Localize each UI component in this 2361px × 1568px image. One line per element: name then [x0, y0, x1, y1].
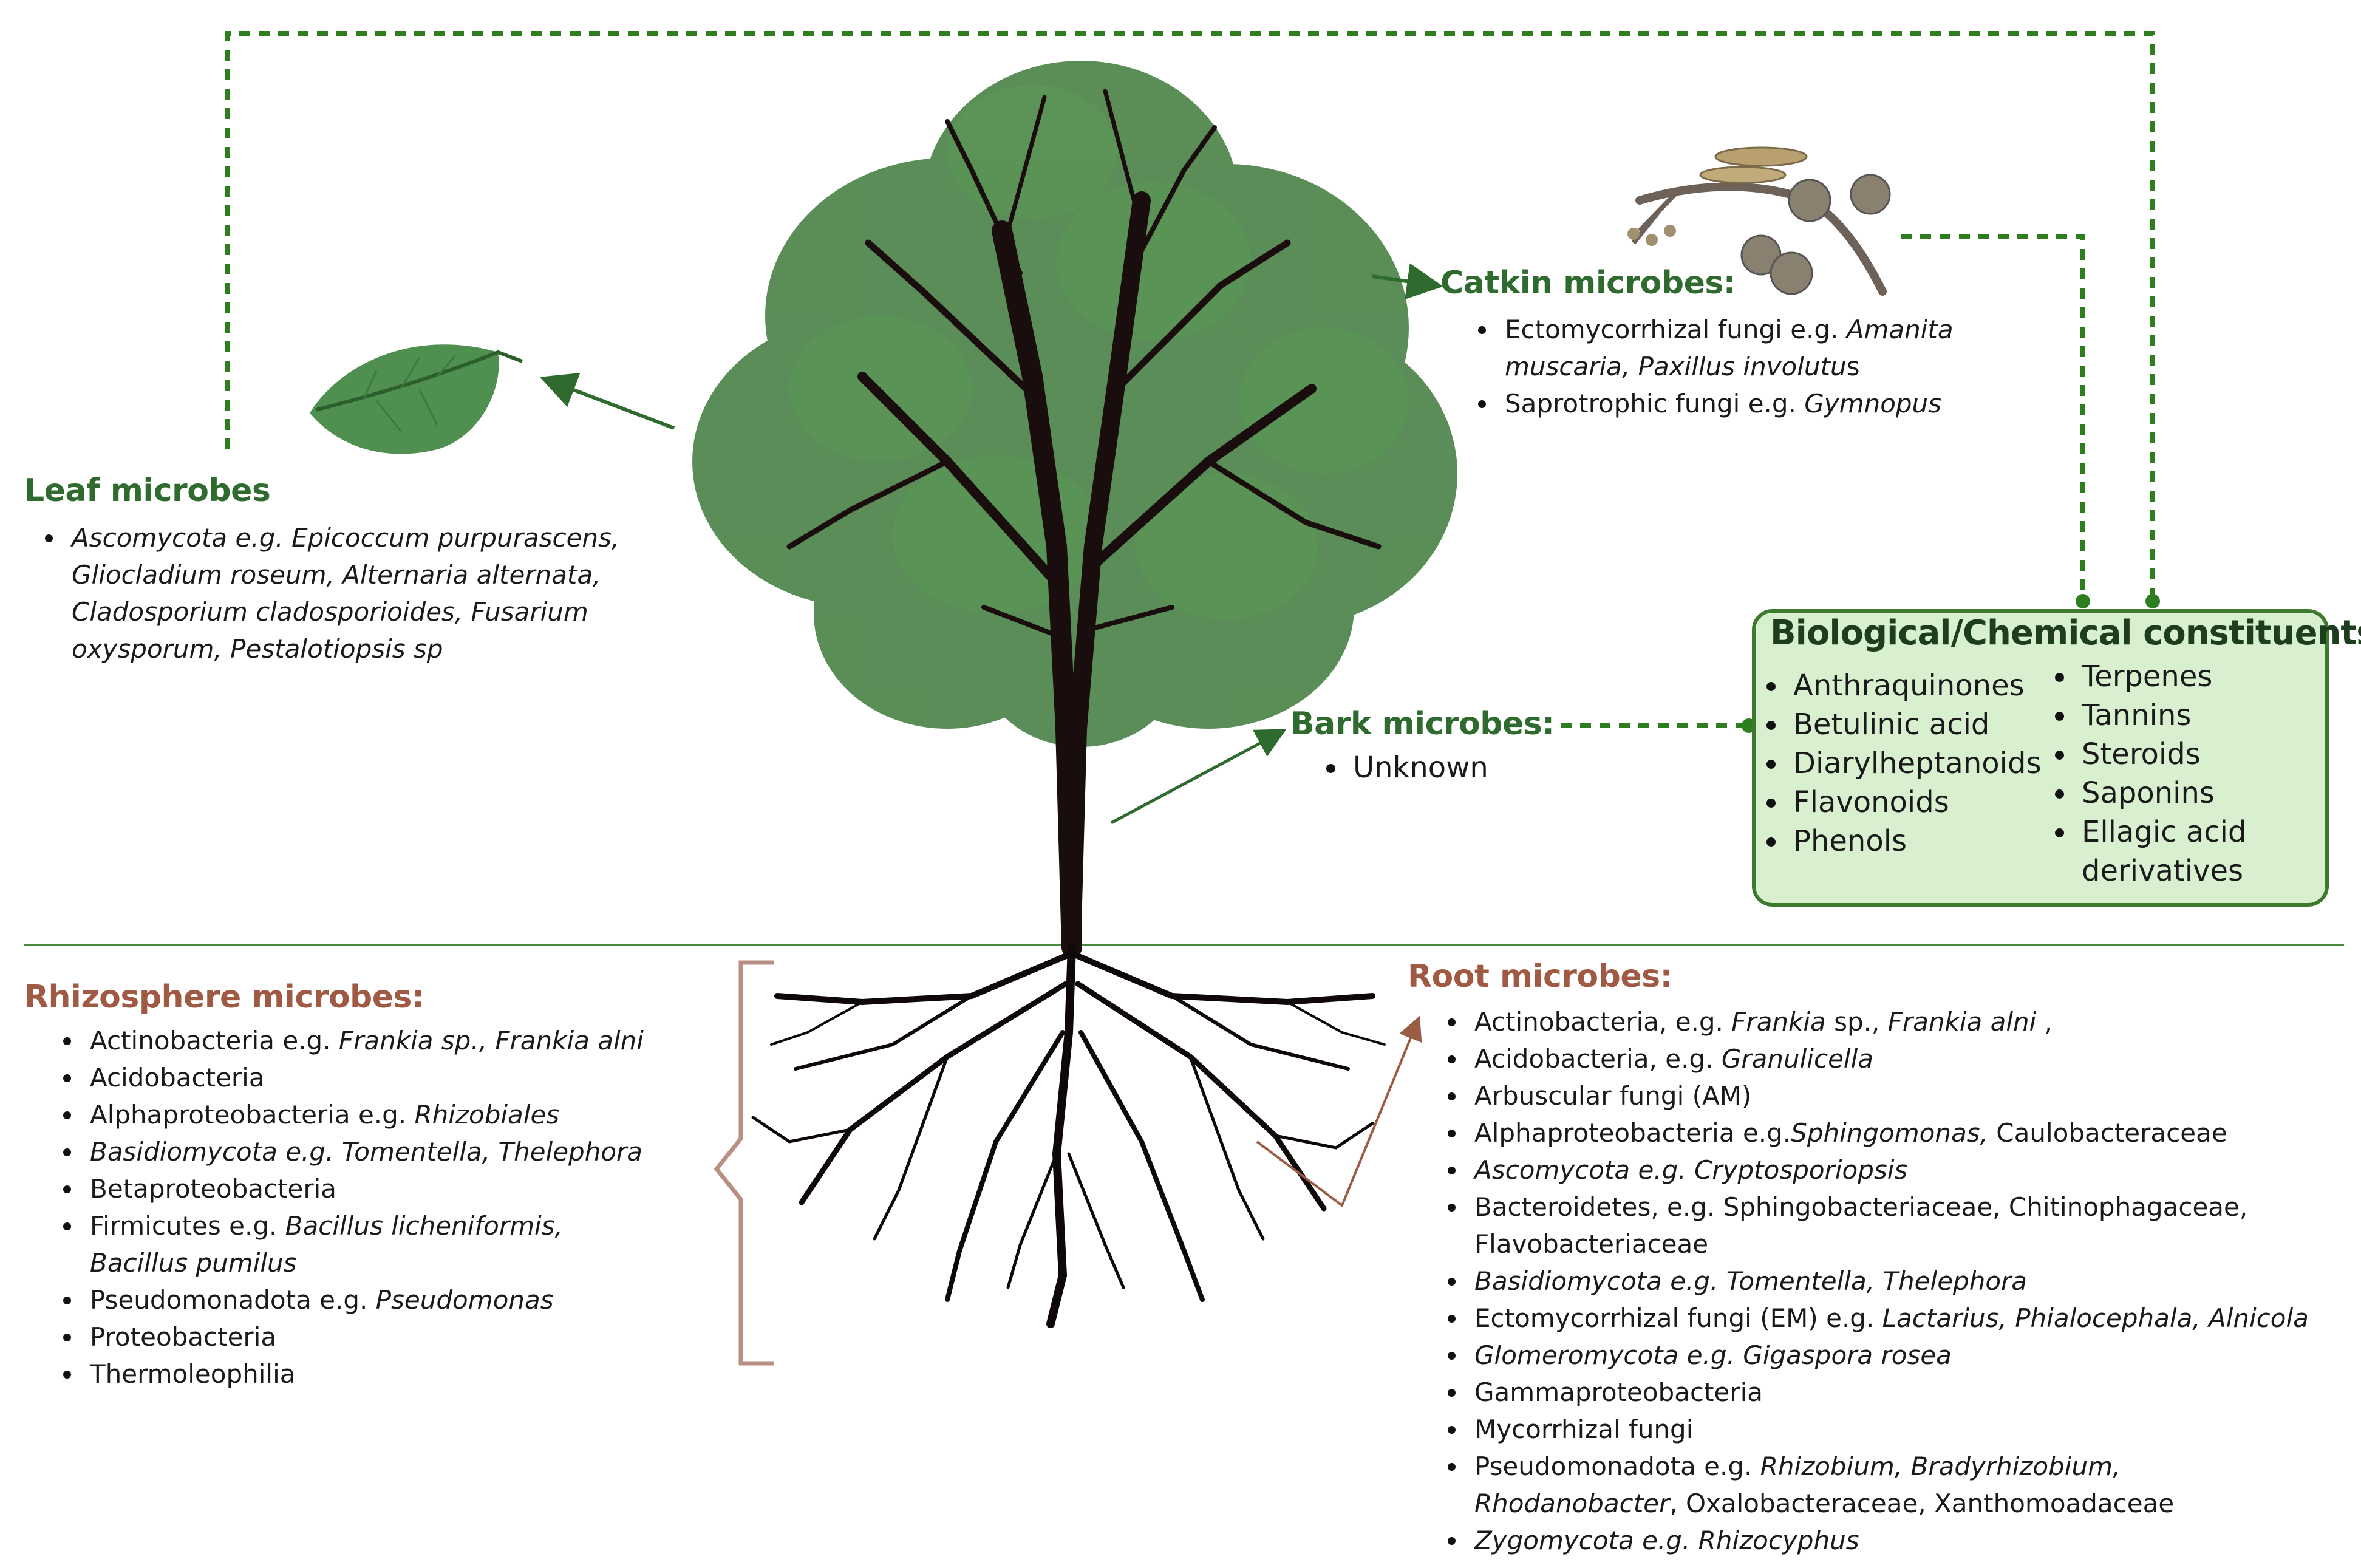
list-item: Proteobacteria [55, 1318, 692, 1355]
list-item: Ellagic acid derivatives [2046, 813, 2301, 890]
list-item: Pseudomonadota e.g. Pseudomonas [55, 1281, 692, 1318]
list-item: Steroids [2046, 735, 2301, 774]
leaf-microbes-title: Leaf microbes [24, 472, 271, 509]
leaf-arrow [539, 373, 675, 430]
list-item: Acidobacteria [55, 1059, 692, 1096]
catkin-microbes-list: Ectomycorrhizal fungi e.g. Amanita musca… [1470, 311, 2016, 422]
list-item: Thermoleophilia [55, 1355, 692, 1392]
list-item: Zygomycota e.g. Rhizocyphus [1439, 1522, 2350, 1559]
leaf-microbes-list: Ascomycota e.g. Epicoccum purpurascens, … [36, 519, 710, 667]
rhizosphere-microbes-list: Actinobacteria e.g. Frankia sp., Frankia… [55, 1022, 692, 1392]
leaf-icon [310, 344, 523, 454]
list-item: Mycorrhizal fungi [1439, 1411, 2350, 1448]
list-item: Gammaproteobacteria [1439, 1374, 2350, 1411]
list-item: Alphaproteobacteria e.g. Rhizobiales [55, 1096, 692, 1133]
constituents-col2: Terpenes Tannins Steroids Saponins Ellag… [2046, 657, 2301, 890]
catkin-microbes-title: Catkin microbes: [1440, 265, 1736, 301]
list-item: Glomeromycota e.g. Gigaspora rosea [1439, 1337, 2350, 1374]
list-item: Betulinic acid [1758, 705, 2043, 744]
list-item: Alphaproteobacteria e.g.Sphingomonas, Ca… [1439, 1114, 2350, 1151]
bark-microbes-title: Bark microbes: [1290, 706, 1555, 742]
list-item: Ectomycorrhizal fungi e.g. Amanita musca… [1470, 311, 2016, 385]
rhizosphere-microbes-title: Rhizosphere microbes: [24, 979, 424, 1015]
leaf-connector-dashed [225, 31, 2155, 598]
list-item: Diarylheptanoids [1758, 744, 2043, 783]
list-item: Ectomycorrhizal fungi (EM) e.g. Lactariu… [1439, 1300, 2350, 1337]
list-item: Firmicutes e.g. Bacillus licheniformis, … [55, 1207, 612, 1281]
list-item: Anthraquinones [1758, 666, 2043, 705]
list-item: Tannins [2046, 696, 2301, 735]
list-item: Pseudomonadota e.g. Rhizobium, Bradyrhiz… [1439, 1448, 2209, 1522]
list-item: Flavonoids [1758, 783, 2043, 822]
list-item: Unknown [1318, 748, 1621, 787]
list-item: Bacteroidetes, e.g. Sphingobacteriaceae,… [1439, 1188, 2282, 1263]
list-item: Basidiomycota e.g. Tomentella, Thelephor… [1439, 1263, 2350, 1300]
list-item: Actinobacteria, e.g. Frankia sp., Franki… [1439, 1003, 2350, 1040]
bark-microbes-list: Unknown [1318, 748, 1621, 787]
list-item: Ascomycota e.g. Cryptosporiopsis [1439, 1151, 2350, 1188]
list-item: Actinobacteria e.g. Frankia sp., Frankia… [55, 1022, 692, 1059]
list-item: Phenols [1758, 822, 2043, 861]
tree-icon [692, 61, 1457, 958]
list-item: Terpenes [2046, 657, 2301, 696]
list-item: Basidiomycota e.g. Tomentella, Thelephor… [55, 1133, 692, 1170]
catkin-connector-dashed [1901, 234, 2085, 598]
constituents-box [1752, 609, 2329, 907]
root-microbes-list: Actinobacteria, e.g. Frankia sp., Franki… [1439, 1003, 2350, 1559]
list-item: Betaproteobacteria [55, 1170, 692, 1207]
list-item: Acidobacteria, e.g. Granulicella [1439, 1040, 2350, 1077]
list-item: Saprotrophic fungi e.g. Gymnopus [1470, 385, 2016, 422]
root-arrow [1256, 1015, 1422, 1208]
root-microbes-title: Root microbes: [1408, 958, 1672, 995]
list-item: Arbuscular fungi (AM) [1439, 1077, 2350, 1114]
constituents-col1: Anthraquinones Betulinic acid Diarylhept… [1758, 666, 2043, 861]
catkin-icon [1627, 146, 1891, 296]
catkin-arrow [1372, 263, 1443, 299]
list-item: Ascomycota e.g. Epicoccum purpurascens, … [36, 519, 710, 667]
bark-arrow [1110, 729, 1287, 825]
constituents-title: Biological/Chemical constituents: [1770, 613, 2361, 653]
roots-icon [751, 943, 1386, 1328]
list-item: Saponins [2046, 774, 2301, 813]
rhizosphere-bracket [714, 960, 774, 1366]
